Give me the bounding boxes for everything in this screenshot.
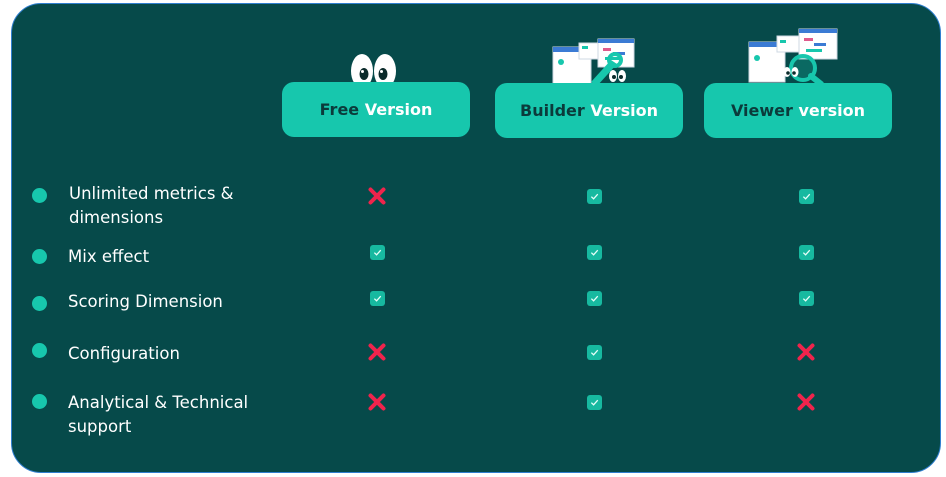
feature-label: Mix effect xyxy=(68,245,149,269)
plan-name-word: Version xyxy=(590,101,658,120)
feature-label: Configuration xyxy=(68,342,180,366)
plan-name-word: version xyxy=(798,101,866,120)
dashboard-builder-icon xyxy=(552,38,635,86)
cross-icon xyxy=(796,342,816,362)
check-icon xyxy=(586,244,602,260)
check-icon xyxy=(586,394,602,410)
plan-name-word: Free xyxy=(319,100,360,119)
plan-name-word: Viewer xyxy=(730,101,793,120)
plan-name-word: Version xyxy=(364,100,433,119)
cross-icon xyxy=(367,186,387,206)
plan-name-word: Builder xyxy=(520,101,585,120)
check-icon xyxy=(586,290,602,306)
free-version-header: Free Version xyxy=(282,82,470,137)
cross-icon xyxy=(367,342,387,362)
viewer-version-header: Viewer version xyxy=(704,83,892,138)
feature-label: Unlimited metrics & dimensions xyxy=(69,182,234,230)
check-icon xyxy=(369,244,385,260)
feature-label-line: Unlimited metrics & xyxy=(69,184,234,203)
check-icon xyxy=(586,188,602,204)
row-bullet xyxy=(32,249,47,264)
row-bullet xyxy=(32,188,47,203)
row-bullet xyxy=(32,296,47,311)
feature-label-line: dimensions xyxy=(69,208,164,227)
feature-label-line: support xyxy=(68,417,132,436)
feature-label-line: Configuration xyxy=(68,344,180,363)
cross-icon xyxy=(796,392,816,412)
dashboard-viewer-icon xyxy=(748,28,838,84)
builder-version-header: Builder Version xyxy=(495,83,683,138)
check-icon xyxy=(798,188,814,204)
feature-label: Analytical & Technical support xyxy=(68,391,248,439)
row-bullet xyxy=(32,343,47,358)
eyes-icon xyxy=(351,54,396,88)
comparison-panel xyxy=(11,3,941,473)
cross-icon xyxy=(367,392,387,412)
check-icon xyxy=(586,344,602,360)
feature-label: Scoring Dimension xyxy=(68,290,223,314)
check-icon xyxy=(369,290,385,306)
check-icon xyxy=(798,244,814,260)
row-bullet xyxy=(32,394,47,409)
check-icon xyxy=(798,290,814,306)
feature-label-line: Mix effect xyxy=(68,247,150,266)
feature-label-line: Scoring Dimension xyxy=(68,292,223,311)
feature-label-line: Analytical & Technical xyxy=(68,393,249,412)
